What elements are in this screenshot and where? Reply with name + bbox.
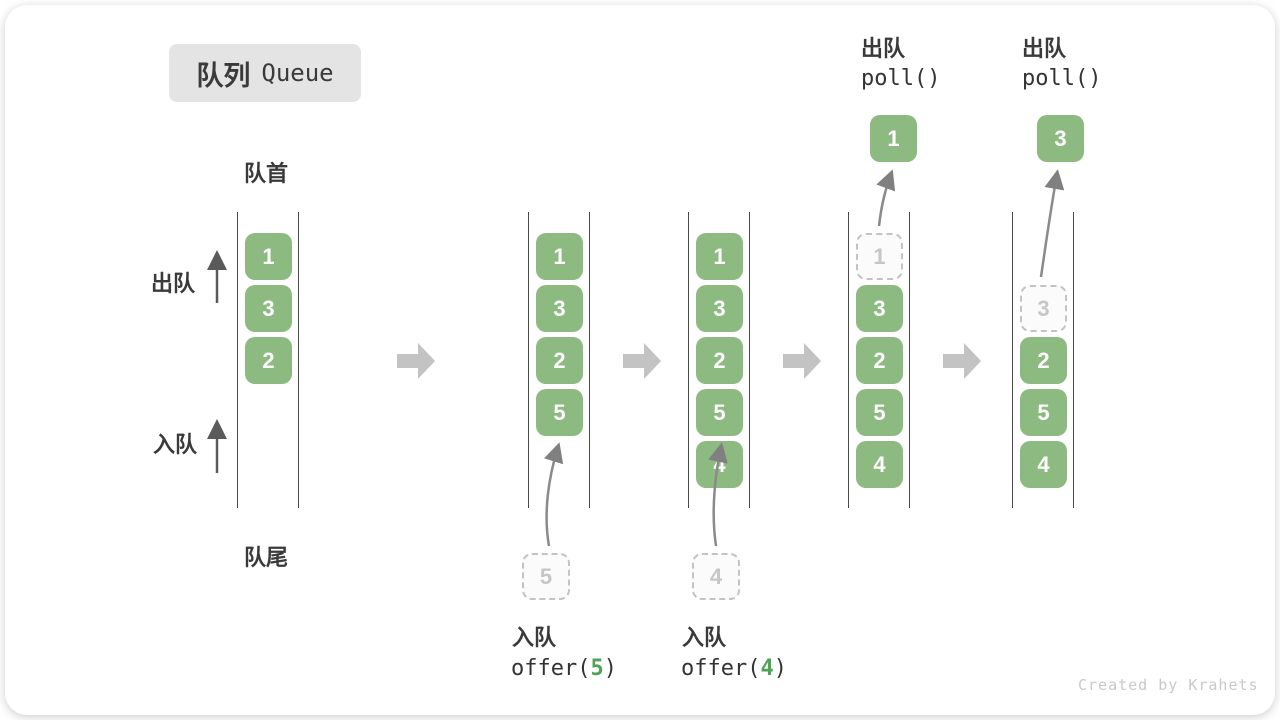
queue-element: 3: [856, 285, 903, 332]
queue-element: 4: [696, 441, 743, 488]
code-pre: offer(: [681, 656, 761, 681]
code-arg: 5: [590, 656, 604, 681]
queue-element: 1: [696, 233, 743, 280]
enqueue-side-label: 入队: [153, 432, 198, 457]
queue-element: 4: [856, 441, 903, 488]
code-arg: 4: [760, 656, 774, 681]
code-pre: offer(: [511, 656, 591, 681]
title-zh: 队列: [196, 60, 251, 91]
diagram-card: 队列 Queue 队首 队尾 出队 入队 1 3 2 1 3 2 5 1 3 2…: [5, 5, 1275, 715]
queue-element-removed-ghost: 1: [856, 233, 903, 280]
dequeue-op-label: 出队: [861, 36, 906, 61]
dequeue-op-code: poll(): [861, 66, 941, 91]
queue-element: 2: [536, 337, 583, 384]
queue-element: 2: [1020, 337, 1067, 384]
queue-front-label: 队首: [244, 161, 289, 186]
state-transition-arrow-icon: [943, 343, 981, 379]
queue-column-4: 1 3 2 5 4: [848, 212, 910, 508]
enqueue-op-code: offer(5): [511, 656, 617, 681]
dequeue-op-code: poll(): [1022, 66, 1102, 91]
arrows-overlay: [207, 169, 1065, 547]
queue-column-3: 1 3 2 5 4: [688, 212, 750, 508]
incoming-element-ghost: 4: [692, 553, 740, 600]
queue-element: 1: [536, 233, 583, 280]
queue-element: 5: [536, 389, 583, 436]
queue-element: 2: [856, 337, 903, 384]
queue-column-5: 3 2 5 4: [1012, 212, 1074, 508]
queue-column-2: 1 3 2 5: [528, 212, 590, 508]
state-transition-arrow-icon: [397, 343, 435, 379]
enqueue-op-code: offer(4): [681, 656, 787, 681]
queue-element: 5: [1020, 389, 1067, 436]
queue-element: 2: [696, 337, 743, 384]
state-transition-arrow-icon: [623, 343, 661, 379]
dequeue-side-label: 出队: [151, 271, 196, 296]
queue-element: 3: [536, 285, 583, 332]
title-en: Queue: [261, 59, 334, 87]
queue-element: 3: [245, 285, 292, 332]
enqueue-op-label: 入队: [512, 625, 557, 650]
dequeued-element: 3: [1037, 115, 1084, 162]
queue-rear-label: 队尾: [244, 545, 289, 570]
queue-element-removed-ghost: 3: [1020, 285, 1067, 332]
incoming-element-ghost: 5: [522, 553, 570, 600]
diagram-stage: 队列 Queue 队首 队尾 出队 入队 1 3 2 1 3 2 5 1 3 2…: [5, 5, 1275, 715]
queue-element: 1: [245, 233, 292, 280]
dequeued-element: 1: [870, 115, 917, 162]
code-post: ): [773, 656, 787, 681]
state-transition-arrow-icon: [783, 343, 821, 379]
watermark: Created by Krahets: [1078, 676, 1259, 694]
queue-column-1: 1 3 2: [237, 212, 299, 508]
queue-element: 2: [245, 337, 292, 384]
dequeue-op-label: 出队: [1022, 36, 1067, 61]
queue-element: 4: [1020, 441, 1067, 488]
queue-element: 3: [696, 285, 743, 332]
enqueue-op-label: 入队: [682, 625, 727, 650]
code-post: ): [603, 656, 617, 681]
title-badge: 队列 Queue: [169, 44, 361, 102]
queue-element: 5: [856, 389, 903, 436]
queue-element: 5: [696, 389, 743, 436]
